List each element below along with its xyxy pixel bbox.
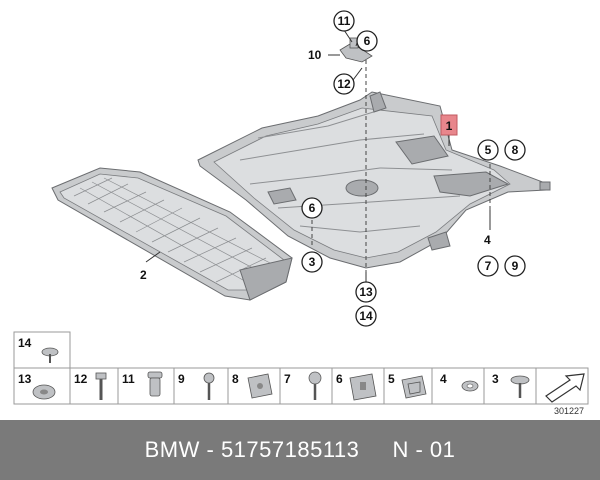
svg-text:8: 8: [512, 143, 519, 157]
legend-cell-9[interactable]: 9: [173, 367, 229, 405]
svg-text:11: 11: [122, 372, 135, 386]
svg-text:3: 3: [309, 255, 316, 269]
legend-cell-arrow[interactable]: [535, 367, 589, 405]
svg-text:6: 6: [336, 372, 343, 386]
svg-text:6: 6: [364, 34, 371, 48]
legend-cell-12[interactable]: 12: [69, 367, 119, 405]
callout-6-top[interactable]: 6: [356, 30, 378, 52]
callout-2[interactable]: 2: [140, 268, 147, 282]
callout-8[interactable]: 8: [504, 139, 526, 161]
svg-text:9: 9: [512, 259, 519, 273]
part-1-underbody-shield[interactable]: [197, 91, 551, 269]
svg-text:8: 8: [232, 372, 239, 386]
legend-cell-13[interactable]: 13: [13, 367, 71, 405]
callout-1-highlight[interactable]: 1: [440, 114, 458, 136]
footer-brand: BMW: [144, 437, 200, 462]
callout-7[interactable]: 7: [477, 255, 499, 277]
part-2-front-shield[interactable]: [51, 167, 293, 301]
callout-4[interactable]: 4: [484, 233, 491, 247]
footer-bar: BMW - 51757185113 N - 01: [0, 420, 600, 480]
svg-text:12: 12: [337, 77, 351, 91]
svg-text:6: 6: [309, 201, 316, 215]
svg-text:13: 13: [359, 285, 373, 299]
legend-cell-14[interactable]: 14: [13, 331, 71, 369]
callout-9[interactable]: 9: [504, 255, 526, 277]
footer-page: N - 01: [392, 437, 456, 462]
callout-3[interactable]: 3: [301, 251, 323, 273]
callout-5[interactable]: 5: [477, 139, 499, 161]
svg-text:13: 13: [18, 372, 32, 386]
legend-cell-11[interactable]: 11: [117, 367, 175, 405]
legend-cell-5[interactable]: 5: [383, 367, 433, 405]
svg-text:9: 9: [178, 372, 185, 386]
image-reference-number: 301227: [554, 406, 584, 416]
svg-text:12: 12: [74, 372, 88, 386]
legend-cell-8[interactable]: 8: [227, 367, 281, 405]
legend-cell-7[interactable]: 7: [279, 367, 333, 405]
svg-text:5: 5: [485, 143, 492, 157]
callout-14[interactable]: 14: [355, 305, 377, 327]
callout-13[interactable]: 13: [355, 281, 377, 303]
legend-cell-6[interactable]: 6: [331, 367, 385, 405]
svg-text:7: 7: [284, 372, 291, 386]
callout-12-top[interactable]: 12: [333, 73, 355, 95]
svg-text:5: 5: [388, 372, 395, 386]
footer-sep: -: [199, 437, 221, 462]
svg-text:7: 7: [485, 259, 492, 273]
svg-text:14: 14: [18, 336, 32, 350]
footer-gap: [359, 437, 392, 463]
next-arrow-icon: [545, 373, 585, 403]
svg-text:14: 14: [359, 309, 373, 323]
footer-part-number: 51757185113: [220, 437, 360, 462]
callout-10[interactable]: 10: [308, 48, 322, 62]
legend-cell-4[interactable]: 4: [431, 367, 485, 405]
callout-11-top[interactable]: 11: [333, 10, 355, 32]
svg-text:1: 1: [446, 119, 453, 133]
parts-diagram: 11 6 10 12 1 5 8 4 7 9 2 6 3 13: [13, 10, 589, 416]
svg-text:4: 4: [440, 372, 447, 386]
svg-text:11: 11: [338, 14, 351, 28]
svg-text:3: 3: [492, 372, 499, 386]
legend-cell-3[interactable]: 3: [483, 367, 537, 405]
callout-6-mid[interactable]: 6: [301, 197, 323, 219]
